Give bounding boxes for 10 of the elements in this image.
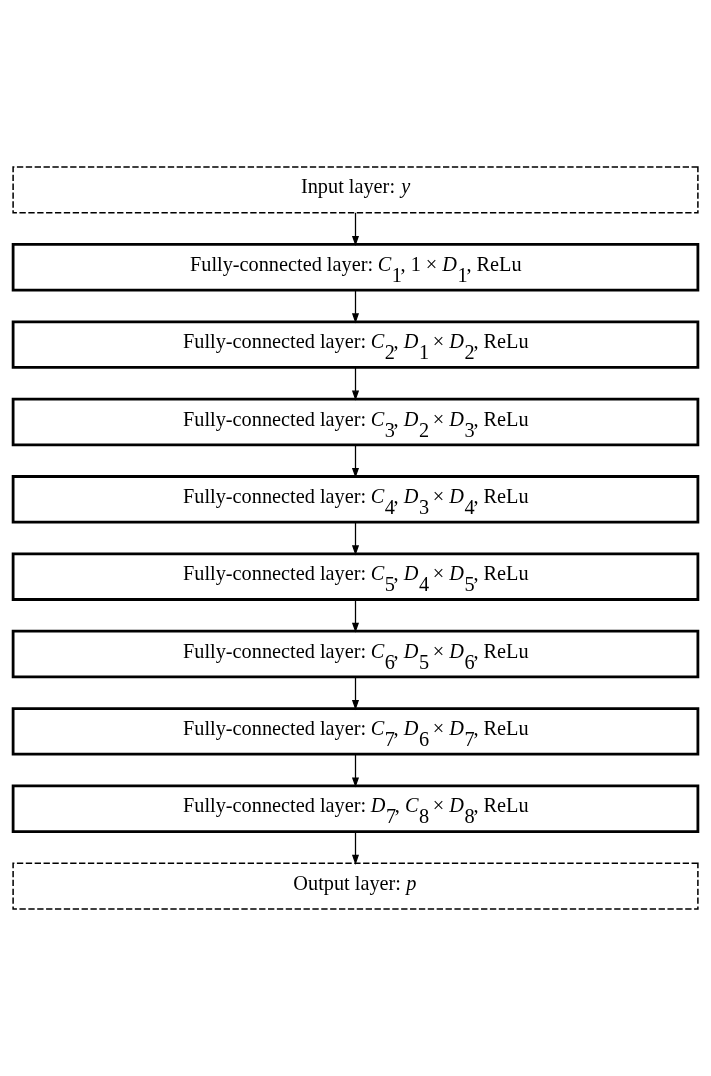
node-box: Output layer: p <box>12 862 699 910</box>
arrow <box>351 598 360 633</box>
arrow <box>351 753 360 788</box>
arrow <box>351 831 360 865</box>
arrow <box>351 289 360 324</box>
arrow <box>351 366 360 401</box>
arrow <box>351 676 360 711</box>
arrow <box>351 521 360 556</box>
node-box: Input layer: y <box>12 166 699 214</box>
arrow <box>351 212 360 247</box>
